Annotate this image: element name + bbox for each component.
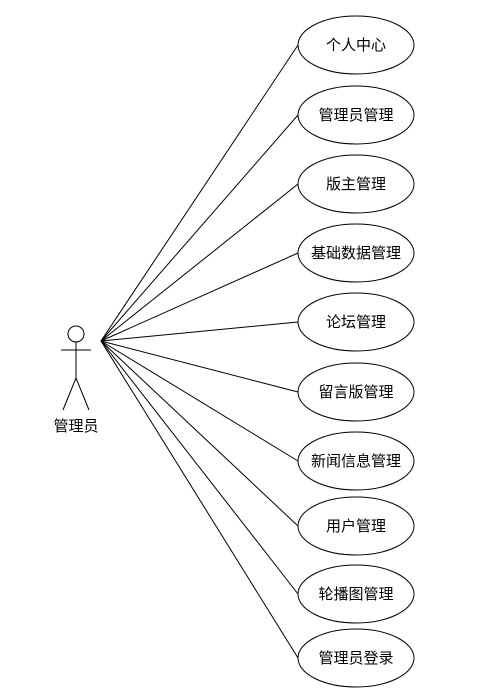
use-case-label: 论坛管理 [326,313,386,331]
actor-head [67,325,85,343]
use-case-ellipse [297,362,415,422]
association-line [100,340,299,659]
use-case-label: 用户管理 [326,517,386,535]
use-case: 论坛管理 [297,292,415,352]
use-case: 个人中心 [297,15,415,75]
association-lines [100,44,299,659]
use-case: 基础数据管理 [297,223,415,283]
use-case-ellipse [297,628,415,688]
actor-left-leg [62,377,77,411]
use-case-ellipse [297,292,415,352]
association-line [100,321,299,342]
actor-right-leg [75,377,90,411]
use-cases: 个人中心管理员管理版主管理基础数据管理论坛管理留言版管理新闻信息管理用户管理轮播… [297,15,415,688]
use-case-label: 基础数据管理 [311,244,401,262]
use-case-label: 管理员管理 [318,106,393,124]
use-case-ellipse [297,15,415,75]
association-line [100,252,299,342]
use-case-label: 留言版管理 [318,383,393,401]
use-case: 用户管理 [297,496,415,556]
association-line [100,340,299,527]
use-case-ellipse [297,85,415,145]
use-case-ellipse [297,223,415,283]
association-line [100,183,299,342]
use-case-label: 轮播图管理 [318,585,393,603]
use-case: 管理员管理 [297,85,415,145]
use-case-ellipse [297,431,415,491]
association-line [100,114,299,342]
use-case-ellipse [297,154,415,214]
use-case-label: 管理员登录 [318,649,393,667]
association-line [100,340,299,462]
actor-label: 管理员 [53,417,98,435]
association-line [100,44,299,342]
use-case: 新闻信息管理 [297,431,415,491]
use-case-label: 版主管理 [326,175,386,193]
use-case: 轮播图管理 [297,564,415,624]
use-case: 留言版管理 [297,362,415,422]
use-case-label: 新闻信息管理 [311,452,401,470]
actor-figure: 管理员 [53,325,99,435]
use-case-ellipse [297,564,415,624]
use-case-label: 个人中心 [326,36,386,54]
use-case: 版主管理 [297,154,415,214]
use-case-ellipse [297,496,415,556]
association-line [100,340,299,595]
use-case: 管理员登录 [297,628,415,688]
association-line [100,340,299,393]
